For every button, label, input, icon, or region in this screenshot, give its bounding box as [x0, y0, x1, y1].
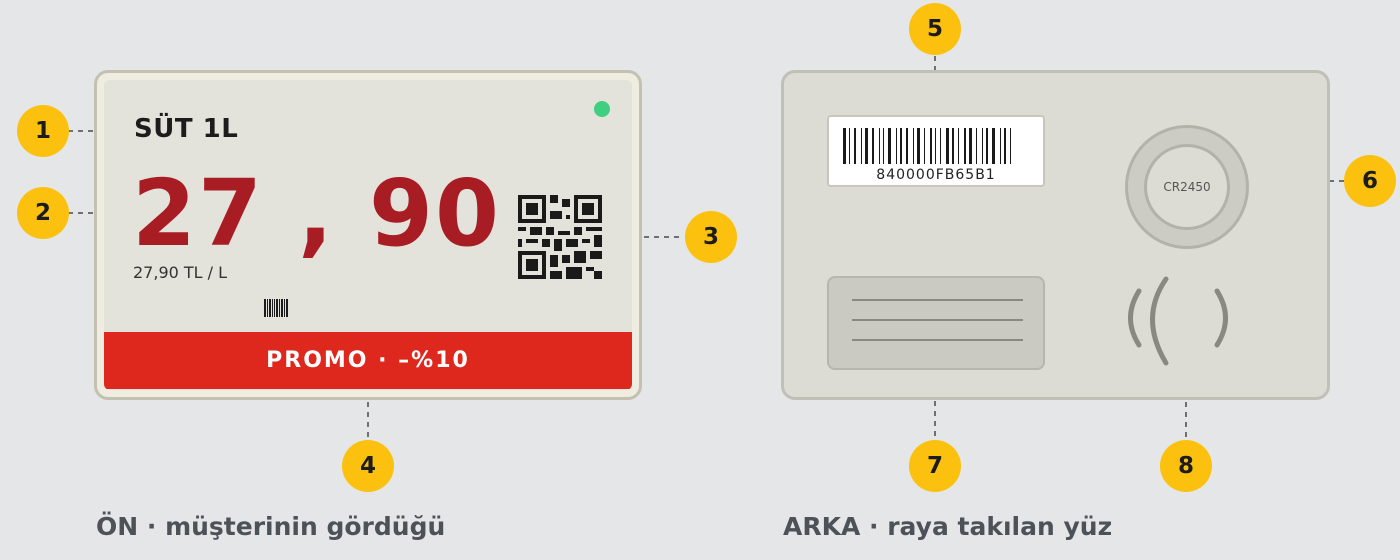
barcode-bar: [930, 128, 932, 164]
battery-label: CR2450: [1163, 180, 1211, 194]
barcode-bar: [849, 128, 850, 164]
unit-price: 27,90 TL / L: [133, 263, 228, 282]
barcode-bar: [1004, 128, 1006, 164]
battery-holder: CR2450: [1125, 125, 1249, 249]
barcode-bar: [964, 128, 966, 164]
status-led-icon: [594, 101, 610, 117]
product-name: SÜT 1L: [134, 114, 239, 144]
barcode-bar: [879, 128, 880, 164]
label-back-frame: 840000FB65B1 CR2450: [781, 70, 1330, 400]
barcode-bar: [1010, 128, 1011, 164]
barcode-bar: [883, 128, 884, 164]
barcode-bar: [896, 128, 897, 164]
mini-barcode-icon: [264, 299, 288, 317]
rail-clip-slot: [827, 276, 1045, 370]
callout-badge-2: 2: [17, 187, 69, 239]
callout-badge-5: 5: [909, 3, 961, 55]
price: 27 , 90: [132, 160, 502, 267]
barcode-sticker: 840000FB65B1: [827, 115, 1045, 187]
barcode-bar: [872, 128, 874, 164]
barcode-bar: [888, 128, 891, 164]
barcode-bar: [843, 128, 846, 164]
barcode-bar: [906, 128, 908, 164]
barcode-bar: [940, 128, 941, 164]
callout-badge-6: 6: [1344, 155, 1396, 207]
qr-code-icon: [518, 195, 602, 279]
barcode-bar: [935, 128, 936, 164]
nfc-antenna-icon: [1128, 276, 1228, 366]
barcode-bar: [913, 128, 914, 164]
label-front-display: SÜT 1L 27 , 90 27,90 TL / L: [104, 80, 632, 390]
barcode-bar: [992, 128, 995, 164]
promo-banner: PROMO · –%10: [104, 332, 632, 389]
barcode-bar: [976, 128, 977, 164]
barcode-icon: [843, 128, 1011, 164]
barcode-bar: [952, 128, 954, 164]
callout-badge-1: 1: [17, 105, 69, 157]
barcode-bar: [854, 128, 856, 164]
barcode-bar: [946, 128, 949, 164]
barcode-bar: [861, 128, 862, 164]
barcode-bar: [924, 128, 925, 164]
barcode-bar: [917, 128, 920, 164]
barcode-bar: [958, 128, 959, 164]
barcode-bar: [969, 128, 972, 164]
coin-battery: CR2450: [1144, 144, 1230, 230]
barcode-bar: [865, 128, 868, 164]
barcode-bar: [982, 128, 983, 164]
callout-badge-4: 4: [342, 440, 394, 492]
back-caption: ARKA · raya takılan yüz: [783, 512, 1113, 541]
barcode-bar: [986, 128, 988, 164]
callout-badge-8: 8: [1160, 440, 1212, 492]
barcode-bar: [1000, 128, 1001, 164]
barcode-number: 840000FB65B1: [876, 167, 996, 183]
front-caption: ÖN · müşterinin gördüğü: [96, 512, 446, 541]
callout-badge-3: 3: [685, 211, 737, 263]
callout-badge-7: 7: [909, 440, 961, 492]
barcode-bar: [900, 128, 902, 164]
slot-grooves-icon: [852, 299, 1023, 341]
